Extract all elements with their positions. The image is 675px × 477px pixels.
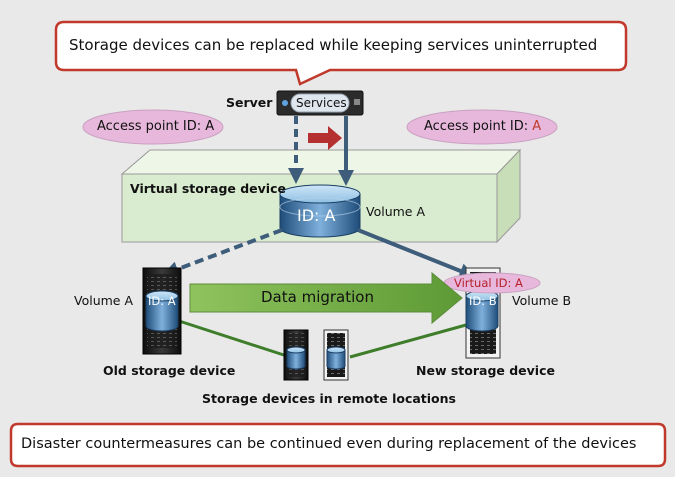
access-point-right-prefix: Access point ID: — [424, 119, 533, 134]
new-volume-id: ID: B — [469, 294, 497, 308]
top-callout-text: Storage devices can be replaced while ke… — [69, 36, 598, 54]
link-to-old-storage — [162, 228, 283, 277]
top-callout — [54, 20, 628, 86]
old-storage-rack — [142, 267, 182, 355]
new-volume-label: Volume B — [512, 293, 572, 308]
remote-storage-rack-1 — [283, 329, 309, 381]
virtual-id-label: Virtual ID: A — [454, 276, 523, 290]
services-label: Services — [296, 96, 347, 110]
old-volume-id: ID: A — [148, 294, 176, 308]
data-migration-label: Data migration — [261, 288, 374, 306]
virtual-volume-cylinder — [279, 184, 361, 238]
link-to-new-storage — [357, 228, 476, 279]
access-point-right-label: Access point ID: A — [424, 119, 541, 134]
replication-new — [349, 323, 467, 359]
old-storage-label: Old storage device — [103, 363, 236, 378]
bottom-callout-text: Disaster countermeasures can be continue… — [21, 436, 637, 452]
access-point-left-label: Access point ID: A — [97, 119, 215, 134]
virtual-volume-label: Volume A — [366, 204, 426, 219]
virtual-volume-id: ID: A — [297, 206, 336, 225]
access-point-bubble-right — [406, 109, 558, 145]
remote-storage-rack-2 — [323, 329, 349, 381]
server-label: Server — [226, 95, 273, 110]
remote-storage-label: Storage devices in remote locations — [202, 391, 456, 406]
switch-arrow — [308, 126, 342, 150]
services-pill — [290, 93, 350, 113]
old-volume-label: Volume A — [74, 293, 134, 308]
new-storage-label: New storage device — [416, 363, 555, 378]
data-migration-arrow — [189, 271, 463, 325]
access-point-bubble-left — [82, 109, 224, 145]
access-point-right-id: A — [532, 119, 542, 134]
bottom-callout — [9, 422, 667, 468]
virtual-storage-label: Virtual storage device — [130, 181, 286, 196]
replication-old — [175, 318, 291, 359]
